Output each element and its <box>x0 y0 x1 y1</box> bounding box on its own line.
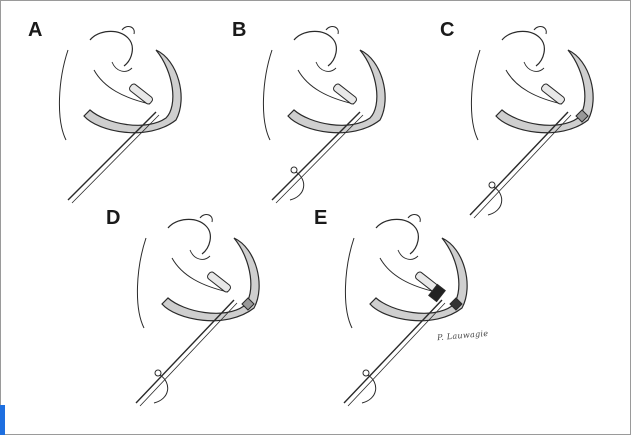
tether-knob <box>363 370 369 376</box>
heart-illustration-b <box>232 20 412 220</box>
chest-outline <box>59 50 68 140</box>
catheter-sheath <box>474 115 571 218</box>
chest-outline <box>345 238 354 328</box>
catheter-sheath <box>348 303 445 406</box>
valve-leaflet <box>112 62 132 71</box>
tether-loop <box>290 172 304 200</box>
atrium-outline <box>168 219 210 254</box>
chest-outline <box>263 50 272 140</box>
atrium-outline <box>376 219 418 254</box>
vessel-outline <box>122 27 134 34</box>
chest-outline <box>137 238 146 328</box>
heart-illustration-c <box>440 20 620 220</box>
panel-b: B <box>232 20 412 220</box>
tether-knob <box>291 167 297 173</box>
atrium-outline <box>90 31 132 66</box>
vessel-outline <box>200 215 212 222</box>
chest-outline <box>471 50 480 140</box>
vessel-outline <box>408 215 420 222</box>
tether-knob <box>489 182 495 188</box>
heart-illustration-e <box>314 208 494 428</box>
heart-illustration-a <box>28 20 208 220</box>
heart-illustration-d <box>106 208 286 428</box>
valve-leaflet <box>524 62 544 71</box>
panel-d: D <box>106 208 286 408</box>
catheter-sheath <box>140 303 237 406</box>
tether-knob <box>155 370 161 376</box>
vessel-outline <box>534 27 546 34</box>
panel-c: C <box>440 20 620 220</box>
valve-leaflet <box>398 250 418 259</box>
atrium-outline <box>294 31 336 66</box>
vessel-outline <box>326 27 338 34</box>
panel-e: E <box>314 208 494 408</box>
atrium-outline <box>502 31 544 66</box>
blue-edge-tab <box>0 405 5 435</box>
valve-leaflet <box>316 62 336 71</box>
valve-leaflet <box>190 250 210 259</box>
panel-a: A <box>28 20 208 220</box>
